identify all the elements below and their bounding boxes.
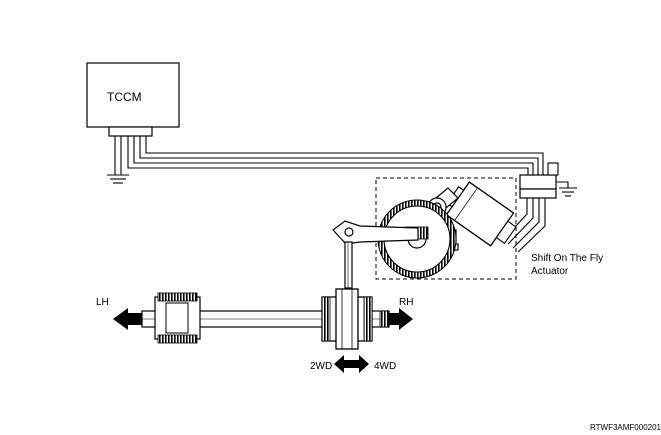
shift-direction-arrow: 2WD 4WD <box>310 355 396 373</box>
actuator-label-line2: Actuator <box>531 266 569 277</box>
fourwd-label: 4WD <box>374 361 396 372</box>
shift-linkage <box>332 220 419 289</box>
actuator-ground <box>556 181 577 197</box>
lh-label: LH <box>96 297 109 308</box>
shift-rod <box>344 241 353 289</box>
tccm-connector <box>108 126 153 137</box>
tccm-ground <box>107 136 129 184</box>
clutch-collar <box>321 288 390 350</box>
tccm-box <box>86 62 180 128</box>
actuator-connector <box>519 162 559 199</box>
lh-arrow: LH <box>96 297 142 330</box>
side-gear <box>154 292 201 344</box>
tccm-unit: TCCM <box>86 62 180 137</box>
twowd-label: 2WD <box>310 361 332 372</box>
rh-arrow: RH <box>389 297 413 330</box>
rh-label: RH <box>399 297 413 308</box>
actuator-label-line1: Shift On The Fly <box>531 253 603 264</box>
actuator-boundary <box>375 177 517 280</box>
figure-code: RTWF3AMF000201 <box>590 423 661 432</box>
wire-harness <box>127 136 544 175</box>
tccm-label: TCCM <box>107 90 142 104</box>
